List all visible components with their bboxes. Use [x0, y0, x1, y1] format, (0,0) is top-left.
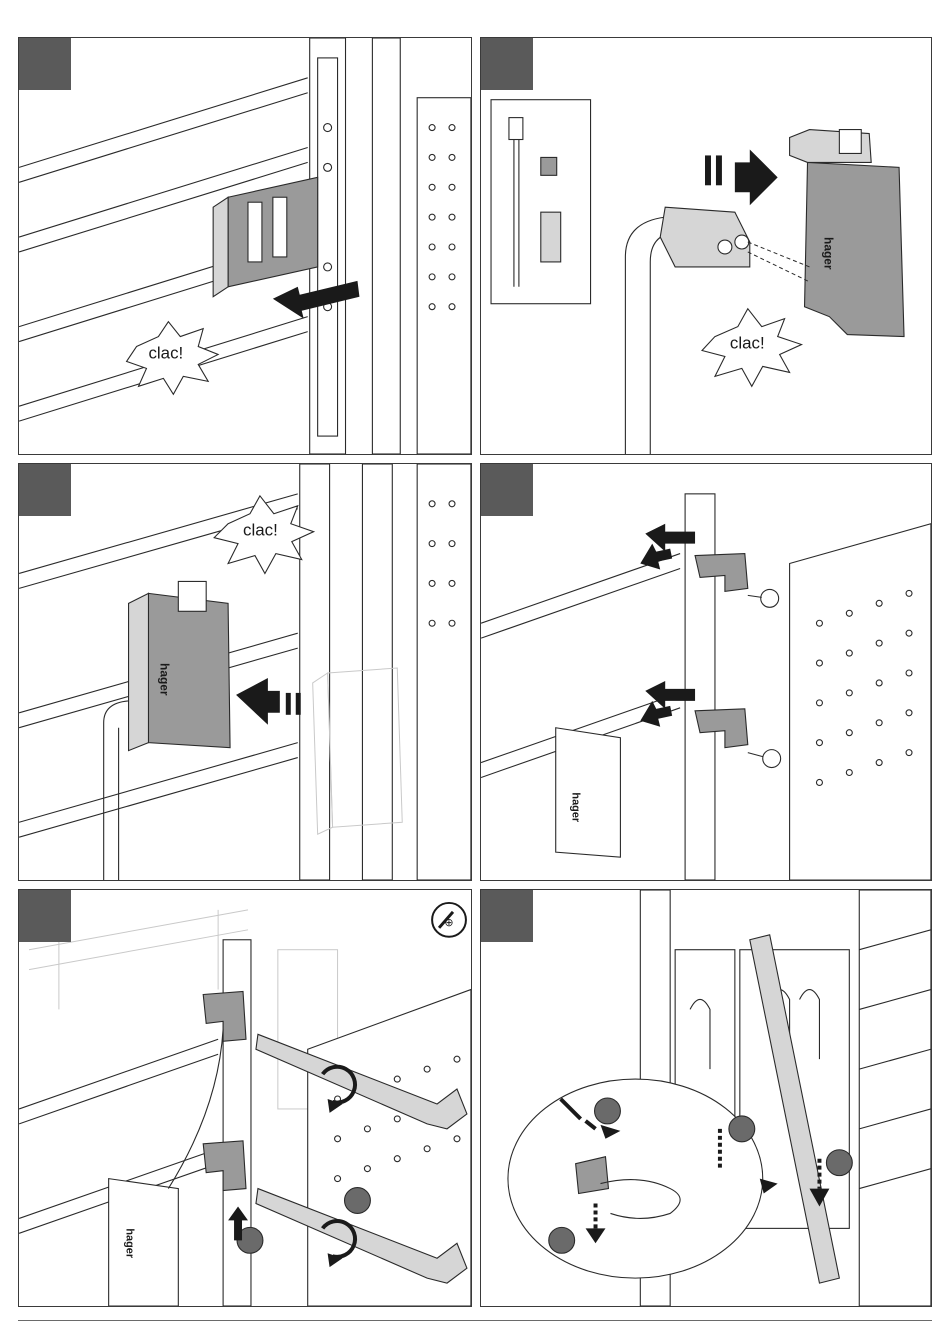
auxiliary-module: hager	[790, 130, 904, 337]
clac-burst: clac!	[702, 309, 802, 387]
upper-clamp	[203, 992, 246, 1042]
ghost-background	[29, 910, 338, 1109]
step-number-tab	[19, 38, 71, 90]
panel-step-3: hager clac!	[18, 463, 472, 881]
clac-burst: clac!	[214, 496, 314, 574]
screwdriver-icon: ⊕	[432, 903, 466, 937]
panel-step-4: hager	[480, 463, 932, 881]
panel-step-6	[480, 889, 932, 1307]
alignment-guides	[748, 242, 810, 282]
clac-label: clac!	[148, 343, 183, 362]
upright-rail	[685, 494, 715, 880]
svg-text:⊕: ⊕	[444, 916, 453, 929]
panel-step-5: ⊕ hager	[18, 889, 472, 1307]
step-3-illustration: hager clac!	[19, 464, 471, 880]
installed-module: hager	[129, 581, 231, 750]
step-4-illustration: hager	[481, 464, 931, 880]
panel-step-2: hager clac!	[480, 37, 932, 455]
clac-label: clac!	[730, 334, 765, 353]
step-5-illustration: ⊕ hager	[19, 890, 471, 1306]
detail-magnifier	[508, 1079, 763, 1278]
clac-burst: clac!	[127, 322, 219, 395]
footer-rule	[18, 1320, 932, 1321]
installed-module: hager	[556, 728, 621, 857]
brand-marking: hager	[157, 663, 171, 696]
step-6-illustration	[481, 890, 931, 1306]
insert-arrow	[705, 149, 778, 205]
brand-marking: hager	[124, 1228, 136, 1259]
parts-inset	[491, 100, 591, 304]
perforated-plate	[417, 98, 471, 454]
brand-marking: hager	[570, 792, 582, 823]
lower-clamp	[203, 1141, 246, 1191]
installed-module: hager	[109, 1179, 179, 1306]
brand-marking: hager	[821, 237, 835, 270]
perforated-plate	[790, 524, 931, 880]
step-2-illustration: hager clac!	[481, 38, 931, 454]
step-number-tab	[481, 890, 533, 942]
step-number-tab	[481, 38, 533, 90]
step-1-illustration: clac!	[19, 38, 471, 454]
mounting-bracket	[213, 177, 317, 296]
step-number-tab	[19, 464, 71, 516]
clac-label: clac!	[243, 521, 278, 540]
cable	[104, 701, 129, 880]
step-number-tab	[481, 464, 533, 516]
panel-step-1: clac!	[18, 37, 472, 455]
perforated-plate	[417, 464, 471, 880]
push-arrow	[236, 678, 301, 725]
step-number-tab	[19, 890, 71, 942]
upright-rail	[310, 38, 401, 454]
